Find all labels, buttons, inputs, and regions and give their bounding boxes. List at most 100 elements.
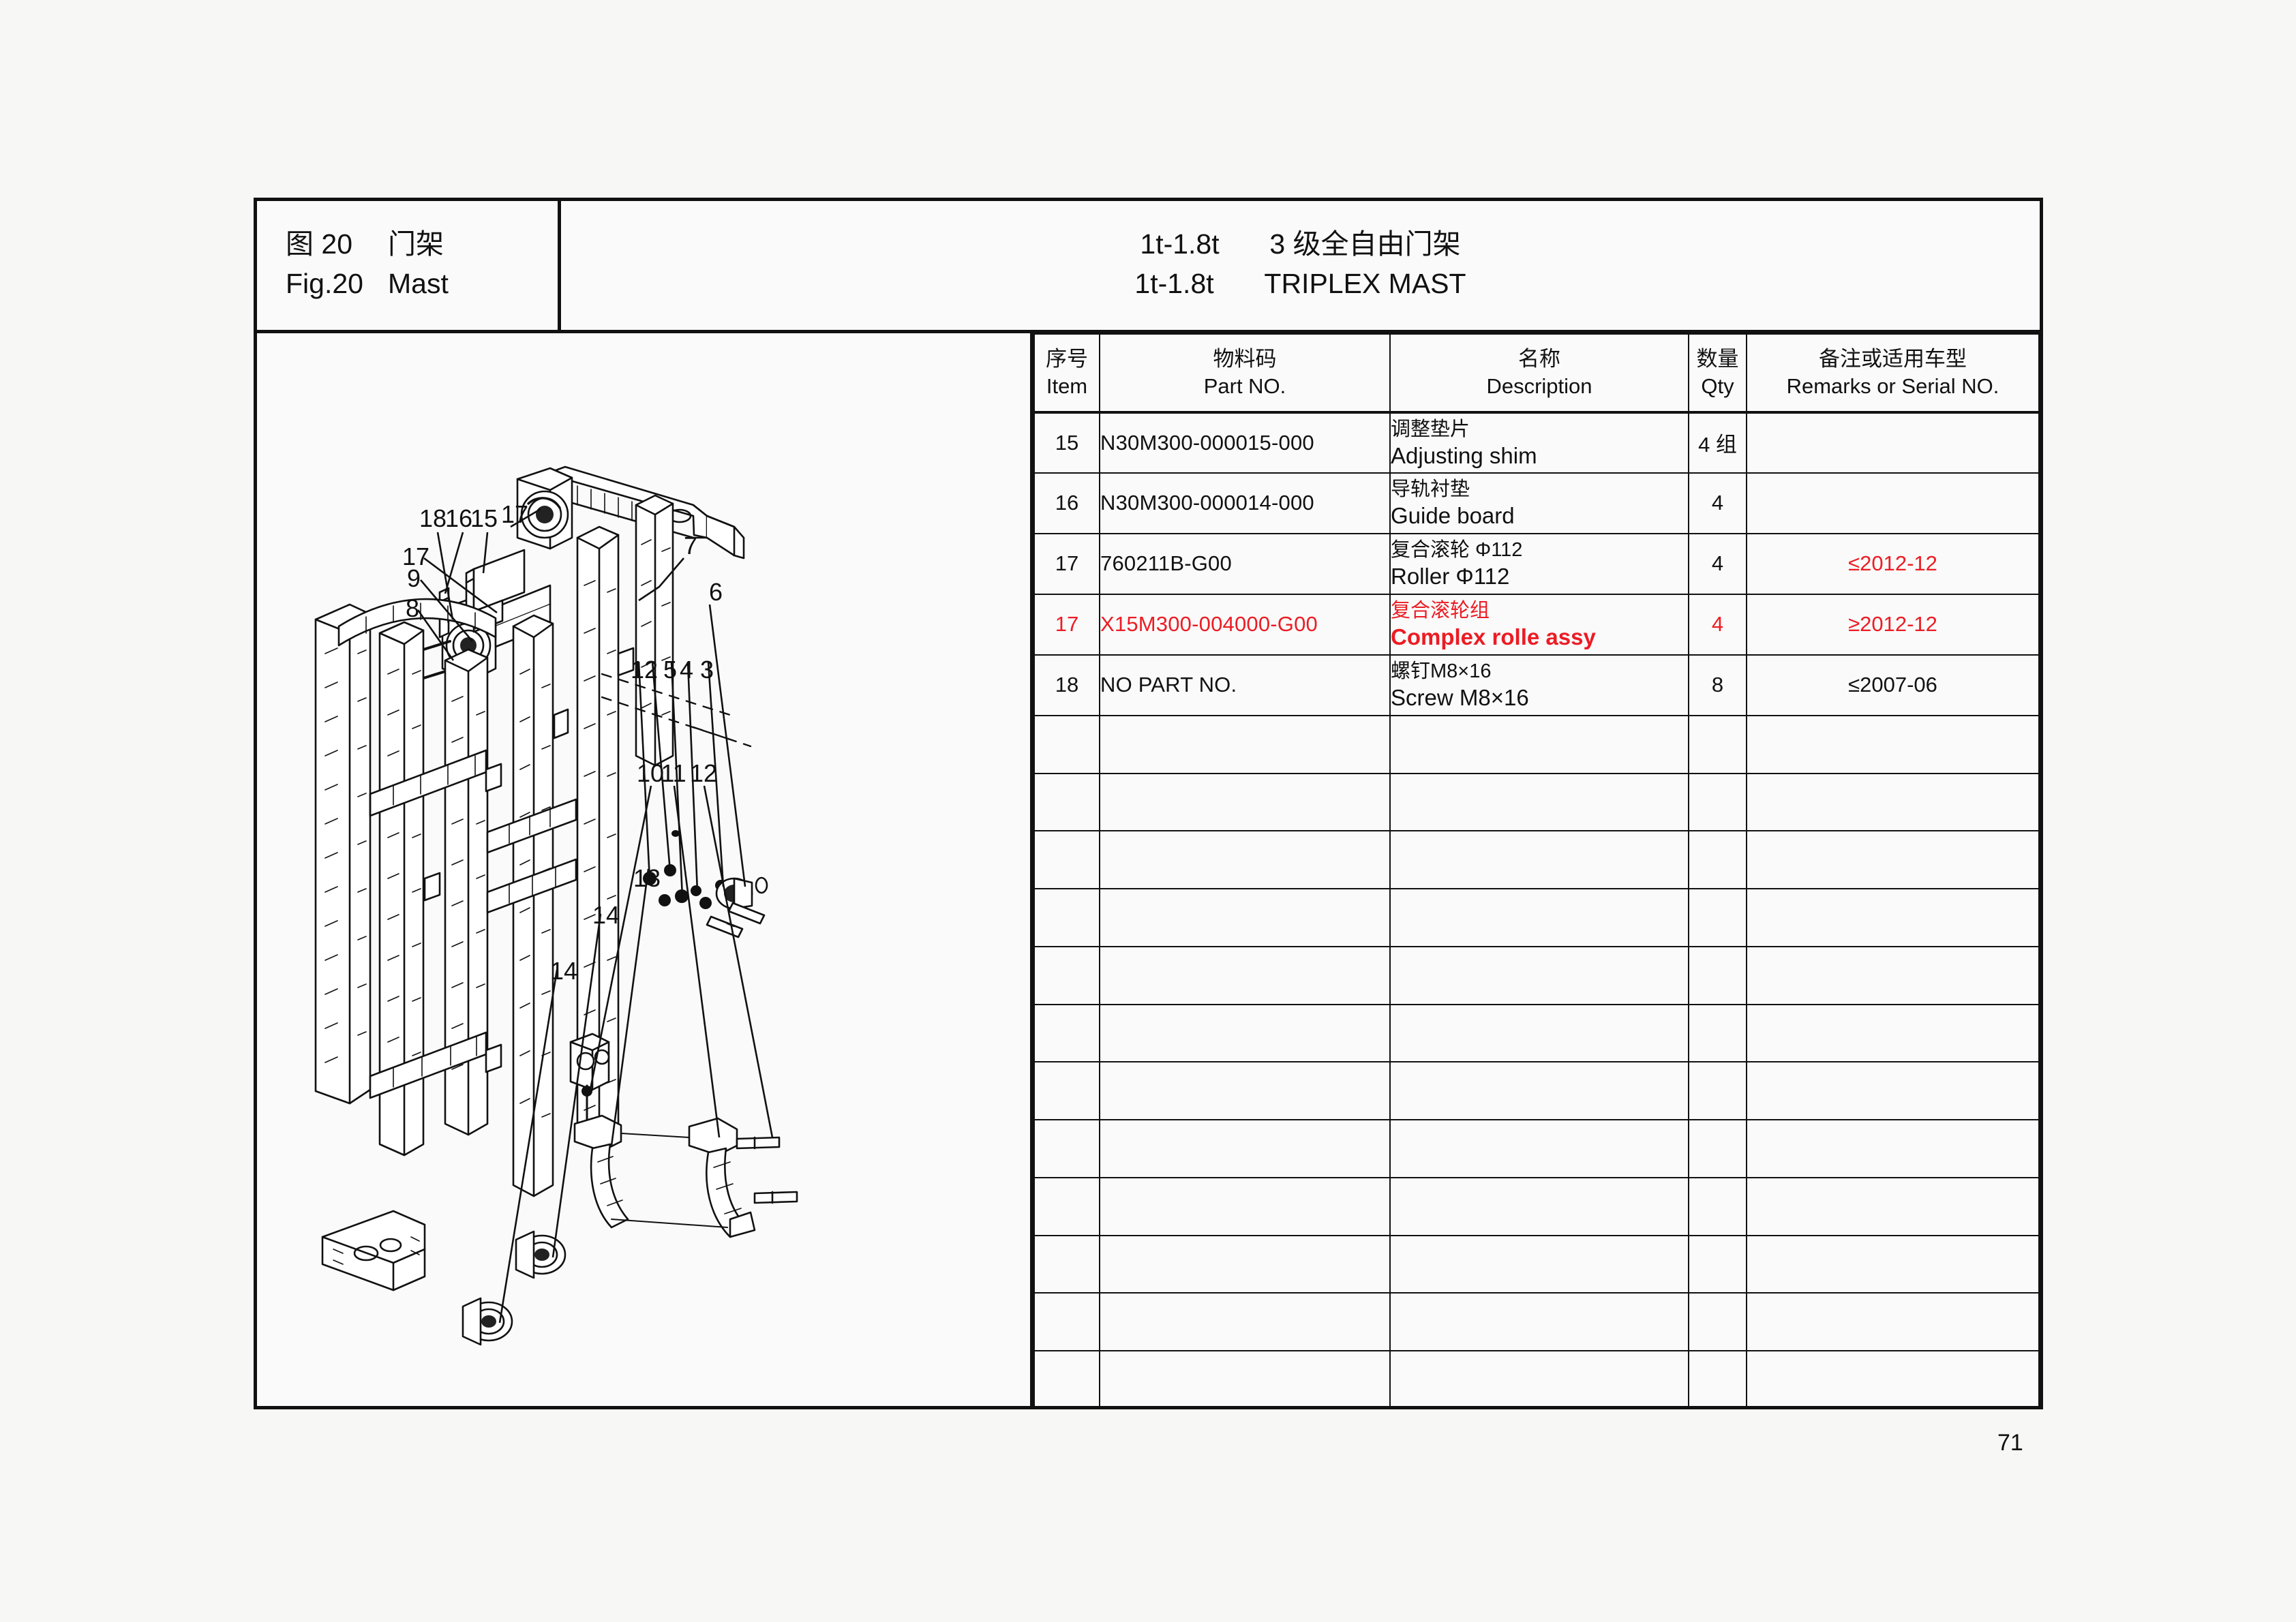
cell-description-cn: 复合滚轮 Φ112	[1391, 539, 1523, 562]
cell-qty: 4	[1688, 593, 1747, 656]
table-row-empty	[1033, 1292, 2040, 1352]
cell-description	[1389, 888, 1689, 947]
cell-part-no	[1099, 1350, 1391, 1409]
cell-part-no	[1099, 1003, 1391, 1063]
callout-17-left: 17	[402, 542, 429, 570]
cell-qty	[1688, 1061, 1747, 1121]
col-header-qty-en: Qty	[1701, 374, 1734, 398]
cell-description-cn: 复合滚轮组	[1391, 600, 1490, 622]
cell-description-en: Adjusting shim	[1391, 442, 1537, 468]
col-header-description-en: Description	[1486, 374, 1592, 398]
cell-remarks	[1746, 412, 2040, 474]
cell-item	[1033, 1061, 1100, 1121]
cell-item	[1033, 830, 1100, 890]
cell-item: 16	[1033, 472, 1100, 534]
cell-remarks: ≤2007-06	[1746, 654, 2040, 716]
cell-qty	[1688, 1003, 1747, 1063]
cell-remarks	[1746, 472, 2040, 534]
figure-name-cn: 门架	[388, 228, 444, 260]
cell-description	[1389, 945, 1689, 1005]
cell-item	[1033, 888, 1100, 947]
cell-description-cn: 导轨衬垫	[1391, 478, 1470, 501]
cell-description-en: Roller Φ112	[1391, 564, 1510, 590]
callout-16: 16	[445, 504, 472, 532]
cell-part-no	[1099, 945, 1391, 1005]
cell-part-no	[1099, 1234, 1391, 1294]
callout-10: 10	[637, 759, 664, 787]
callout-8: 8	[406, 594, 419, 622]
cell-part-no	[1099, 1061, 1391, 1121]
cell-qty	[1688, 1119, 1747, 1178]
cell-item	[1033, 1176, 1100, 1236]
cell-description	[1389, 772, 1689, 832]
cell-item: 17	[1033, 532, 1100, 595]
figure-label-cn: 图 20	[286, 228, 352, 260]
callout-3: 3	[700, 656, 714, 684]
cell-qty	[1688, 888, 1747, 947]
cell-remarks	[1746, 1234, 2040, 1294]
cell-part-no	[1099, 1119, 1391, 1178]
parts-table: 序号 Item 物料码 Part NO. 名称 Description	[1033, 333, 2040, 1409]
callout-18: 18	[419, 504, 447, 532]
callout-11: 11	[661, 759, 686, 787]
cell-qty	[1688, 830, 1747, 890]
cell-item: 18	[1033, 654, 1100, 716]
table-row-empty	[1033, 1061, 2040, 1121]
cell-qty	[1688, 945, 1747, 1005]
cell-part-no: NO PART NO.	[1099, 654, 1391, 716]
col-header-remarks: 备注或适用车型 Remarks or Serial NO.	[1746, 333, 2040, 414]
cell-part-no: N30M300-000015-000	[1099, 412, 1391, 474]
page-number: 71	[1997, 1430, 2023, 1456]
cell-remarks	[1746, 1176, 2040, 1236]
cell-remarks: ≥2012-12	[1746, 593, 2040, 656]
col-header-qty: 数量 Qty	[1688, 333, 1747, 414]
col-header-description: 名称 Description	[1389, 333, 1689, 414]
cell-description-en: Screw M8×16	[1391, 685, 1529, 711]
spec-name-cn: 3 级全自由门架	[1269, 228, 1461, 260]
cell-item: 15	[1033, 412, 1100, 474]
cell-part-no	[1099, 714, 1391, 774]
callout-1: 1	[631, 656, 644, 684]
spec-name-en: TRIPLEX MAST	[1264, 267, 1466, 299]
table-row-empty	[1033, 888, 2040, 947]
callout-4: 4	[680, 656, 693, 684]
cell-qty: 8	[1688, 654, 1747, 716]
callout-14-lower: 14	[550, 957, 577, 985]
cell-description	[1389, 1061, 1689, 1121]
cell-item	[1033, 772, 1100, 832]
cell-qty	[1688, 1234, 1747, 1294]
callout-9: 9	[407, 564, 421, 592]
col-header-remarks-en: Remarks or Serial NO.	[1786, 374, 1999, 398]
cell-remarks	[1746, 1003, 2040, 1063]
cell-qty: 4 组	[1688, 412, 1747, 474]
cell-part-no	[1099, 772, 1391, 832]
table-row-empty	[1033, 772, 2040, 832]
cell-item	[1033, 714, 1100, 774]
cell-description	[1389, 1292, 1689, 1352]
cell-description-cn: 螺钉M8×16	[1391, 660, 1492, 683]
cell-description-en: Guide board	[1391, 503, 1515, 529]
callout-17-top: 17	[501, 500, 528, 528]
cell-remarks	[1746, 830, 2040, 890]
figure-title-cn: 图 20 门架	[286, 224, 558, 264]
col-header-item: 序号 Item	[1033, 333, 1100, 414]
callout-15: 15	[470, 504, 498, 532]
technical-drawing-pane: 18 16 15 17 17 9 8 7 6 1 2 5 4 3	[257, 333, 1033, 1409]
cell-item	[1033, 1350, 1100, 1409]
cell-description	[1389, 1350, 1689, 1409]
col-header-part-no-en: Part NO.	[1203, 374, 1286, 398]
